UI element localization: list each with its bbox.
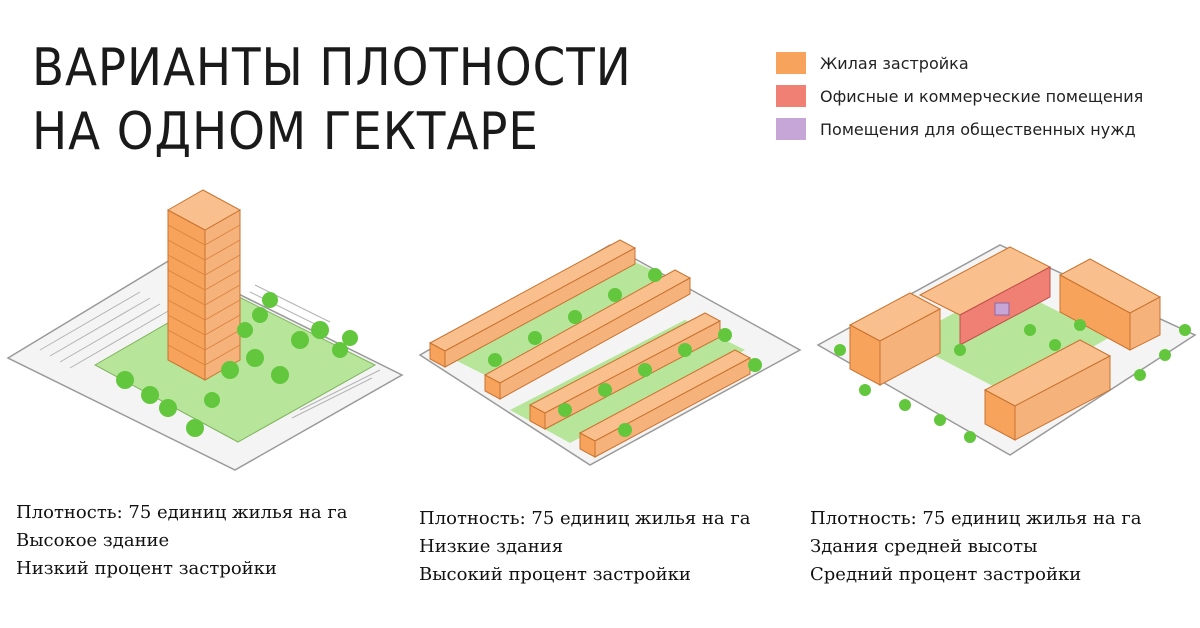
scene-3-block-south <box>983 339 1112 441</box>
scene-mid-rise <box>816 244 1197 456</box>
caption-3-density: Плотность: 75 единиц жилья на га <box>810 508 1142 529</box>
legend-item-residential: Жилая застройка <box>776 52 1143 74</box>
scene-1-trees <box>116 292 358 437</box>
caption-low-rise: Плотность: 75 единиц жилья на га Низкие … <box>419 505 751 589</box>
legend-swatch-commercial <box>776 85 806 107</box>
page-title: ВАРИАНТЫ ПЛОТНОСТИ НА ОДНОМ ГЕКТАРЕ <box>32 36 632 164</box>
caption-high-rise: Плотность: 75 единиц жилья на га Высокое… <box>16 499 348 583</box>
caption-2-coverage: Высокий процент застройки <box>419 564 691 585</box>
scene-2-trees <box>488 268 762 437</box>
scene-3-public-building <box>994 302 1010 316</box>
caption-2-height: Низкие здания <box>419 536 564 557</box>
caption-3-height: Здания средней высоты <box>810 536 1038 557</box>
legend-label-residential: Жилая застройка <box>820 53 969 73</box>
scene-2-row-4 <box>578 349 752 458</box>
scene-3-trees <box>834 319 1191 443</box>
title-line-1: ВАРИАНТЫ ПЛОТНОСТИ <box>32 38 632 98</box>
caption-2-density: Плотность: 75 единиц жилья на га <box>419 508 751 529</box>
scene-2-row-2 <box>483 269 692 400</box>
scene-2-row-3 <box>528 312 722 430</box>
scene-1-tower <box>166 189 242 381</box>
scene-2-row-1 <box>428 239 637 368</box>
caption-3-coverage: Средний процент застройки <box>810 564 1082 585</box>
legend-swatch-public <box>776 118 806 140</box>
legend: Жилая застройка Офисные и коммерческие п… <box>776 52 1143 151</box>
legend-item-public: Помещения для общественных нужд <box>776 118 1143 140</box>
scene-low-rise <box>418 239 802 466</box>
caption-1-density: Плотность: 75 единиц жилья на га <box>16 502 348 523</box>
legend-label-commercial: Офисные и коммерческие помещения <box>820 86 1144 106</box>
caption-1-height: Высокое здание <box>16 530 170 551</box>
legend-item-commercial: Офисные и коммерческие помещения <box>776 85 1143 107</box>
scene-3-block-east <box>1058 258 1162 351</box>
legend-swatch-residential <box>776 52 806 74</box>
tower-roof <box>166 189 242 231</box>
scene-2-lawn-a <box>435 253 685 385</box>
scene-3-block-west <box>848 292 942 386</box>
title-line-2: НА ОДНОМ ГЕКТАРЕ <box>32 102 539 162</box>
caption-1-coverage: Низкий процент застройки <box>16 558 277 579</box>
caption-mid-rise: Плотность: 75 единиц жилья на га Здания … <box>810 505 1142 589</box>
legend-label-public: Помещения для общественных нужд <box>820 119 1136 139</box>
scene-1-parking <box>39 284 381 419</box>
scene-high-rise <box>6 189 404 471</box>
